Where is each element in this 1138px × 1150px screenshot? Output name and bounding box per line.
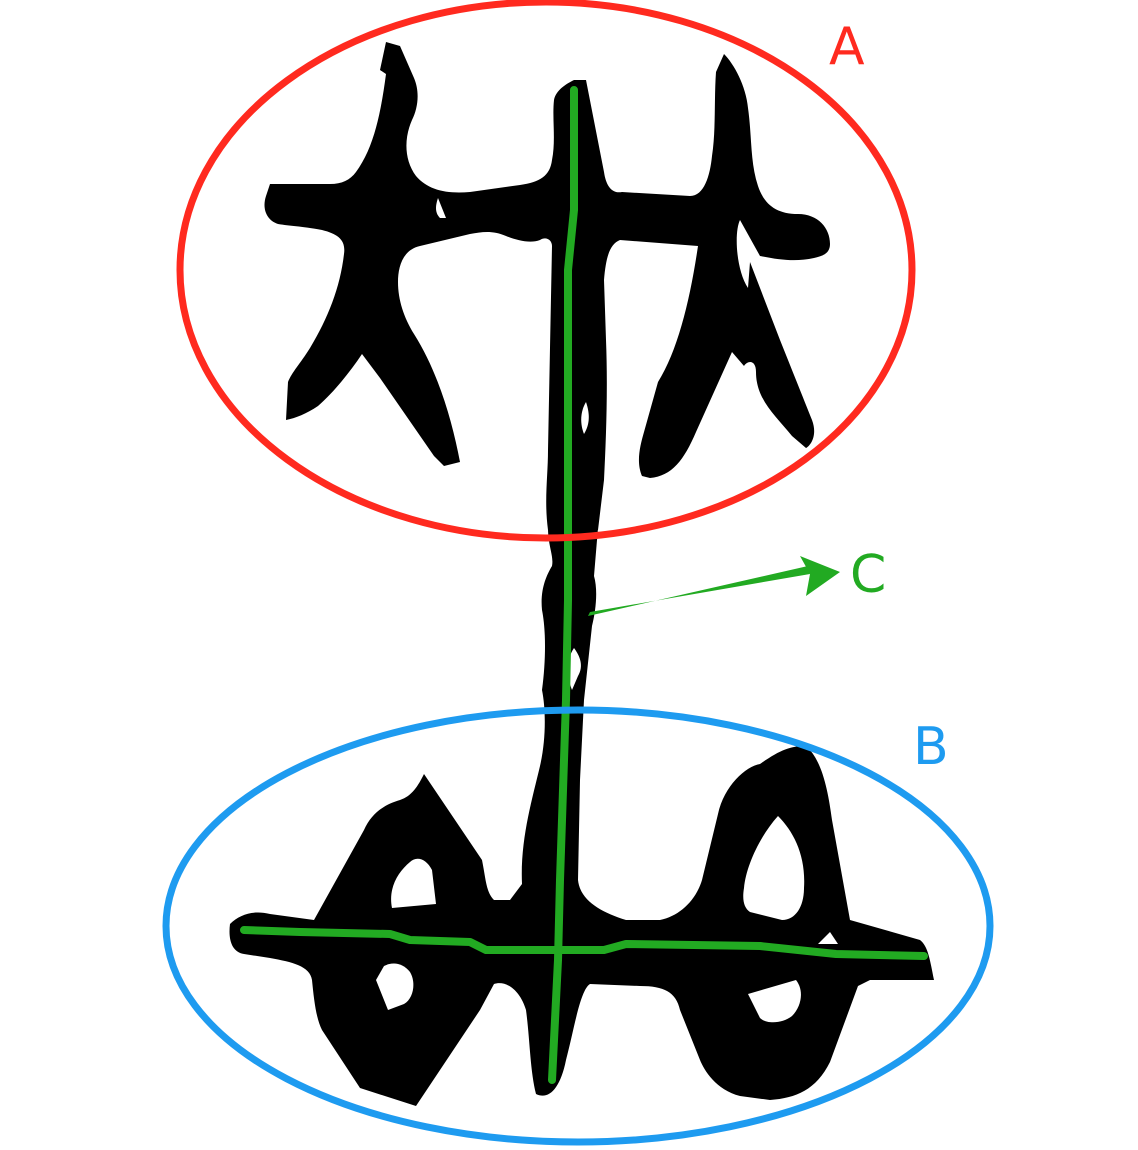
- glyph-bottom-hole-upper-left: [391, 858, 436, 908]
- horizontal-stroke-trace: [240, 926, 928, 960]
- ancient-character-glyph: [229, 42, 934, 1106]
- label-a: A: [829, 17, 865, 77]
- vertical-stroke-trace: [548, 86, 578, 1084]
- arrow-c-head: [800, 556, 840, 596]
- arrow-c: [588, 556, 840, 616]
- glyph-top-hole-left: [436, 198, 446, 218]
- glyph-bottom-notch: [818, 932, 838, 944]
- stroke-trace-c: [240, 86, 928, 1084]
- glyph-left-upper-stroke: [264, 42, 830, 530]
- ellipse-a: [176, 0, 916, 542]
- glyph-bottom-hole-lower-left: [376, 963, 414, 1010]
- glyph-bottom-hole-lower-right: [748, 980, 801, 1023]
- glyph-center-stem: [229, 528, 934, 1106]
- label-b: B: [913, 717, 949, 777]
- glyph-top-component: [264, 42, 830, 530]
- arrow-c-shaft: [588, 566, 810, 616]
- glyph-stem-hole: [567, 648, 581, 690]
- glyph-top-hole-center: [581, 402, 589, 434]
- ellipse-b: [162, 706, 994, 1146]
- glyph-bottom-hole-upper-right: [743, 816, 805, 920]
- label-c: C: [850, 545, 886, 605]
